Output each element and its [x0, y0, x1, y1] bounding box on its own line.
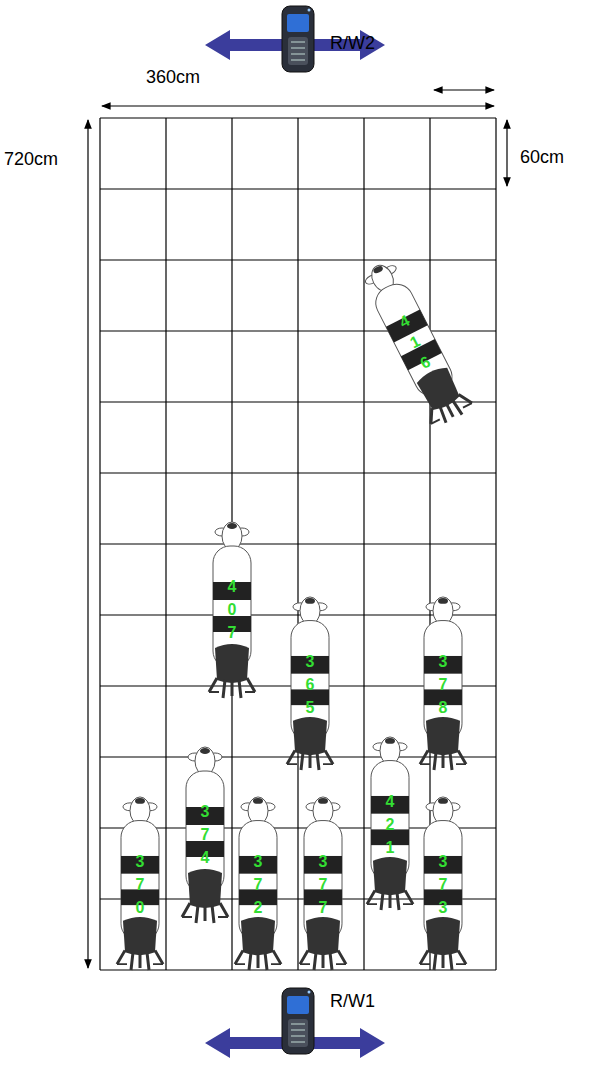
cow-number: 373 — [435, 850, 451, 920]
cow-number: 377 — [315, 850, 331, 920]
cow-number: 421 — [382, 790, 398, 860]
reader-label: R/W2 — [330, 34, 375, 54]
grid-line — [100, 259, 496, 260]
dimension-label: 720cm — [4, 150, 58, 170]
grid-line — [100, 330, 496, 331]
grid-line — [100, 472, 496, 473]
cow-number: 378 — [435, 650, 451, 720]
grid-line — [100, 969, 496, 970]
cow-number: 365 — [302, 650, 318, 720]
grid-line — [100, 117, 496, 118]
cow-number: 407 — [224, 575, 240, 645]
grid-line — [100, 543, 496, 544]
dimension-label: 60cm — [520, 148, 564, 168]
grid-line — [100, 188, 496, 189]
cow-number: 374 — [197, 800, 213, 870]
cow-number: 372 — [250, 850, 266, 920]
reader-label: R/W1 — [330, 992, 375, 1012]
dimension-label: 360cm — [146, 68, 200, 88]
cow-number: 370 — [132, 850, 148, 920]
